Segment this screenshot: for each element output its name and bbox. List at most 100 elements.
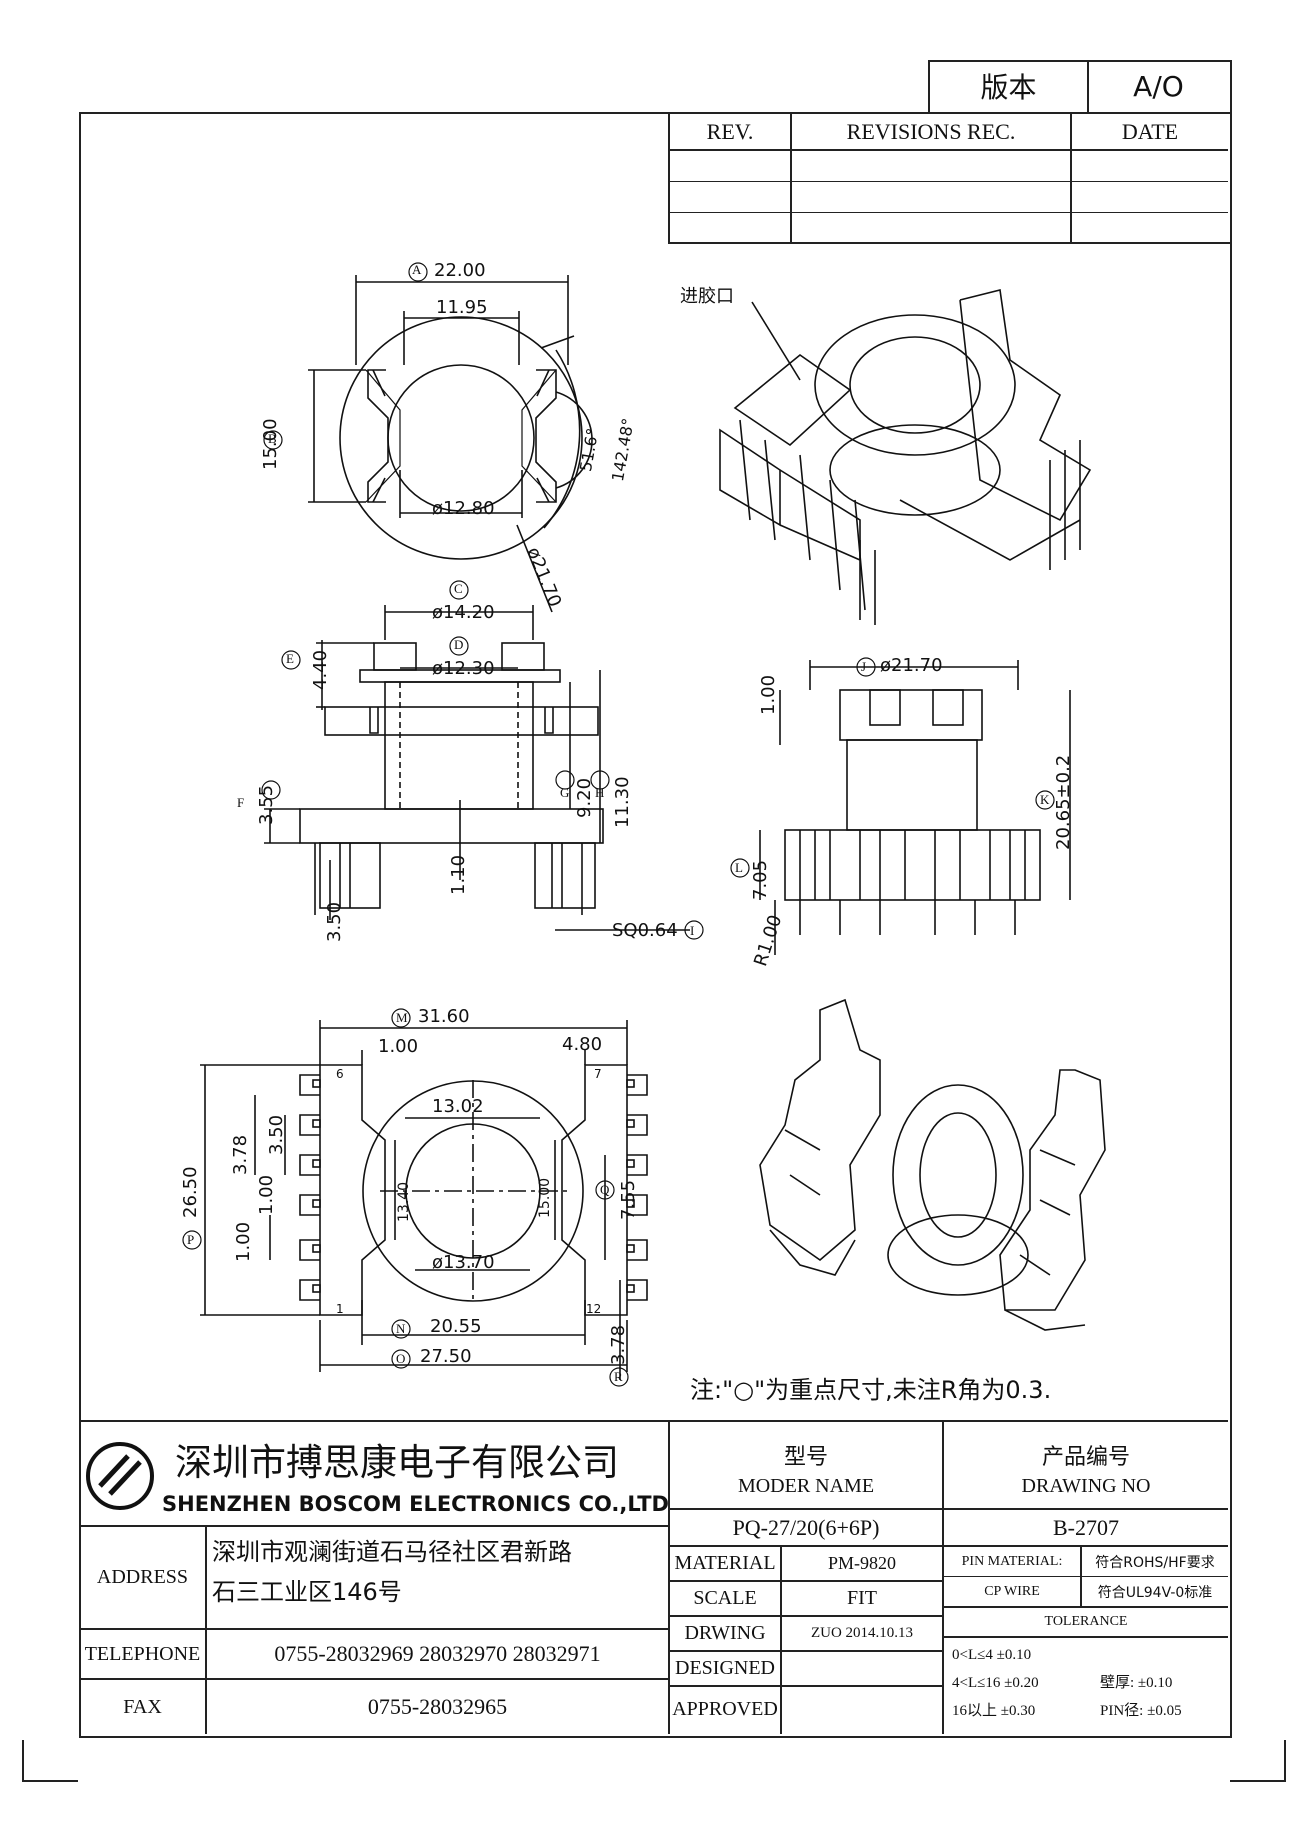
- company-name-en: SHENZHEN BOSCOM ELECTRONICS CO.,LTD: [162, 1492, 669, 1516]
- dim-b: 15.00: [260, 418, 281, 470]
- dim-side-1-00: 1.00: [758, 674, 779, 715]
- dim-k: 20.65±0.2: [1053, 754, 1074, 850]
- designed-label: DESIGNED: [675, 1657, 775, 1679]
- telephone-value: 0755-28032969 28032970 28032971: [274, 1641, 601, 1666]
- dim-3-50: 3.50: [324, 901, 345, 942]
- model-label-cn: 型号: [783, 1445, 828, 1470]
- side-view: [759, 660, 1071, 955]
- dim-13-70: ø13.70: [432, 1252, 495, 1273]
- dim-p: 26.50: [180, 1166, 201, 1218]
- dim-1-00-left: 1.00: [256, 1174, 277, 1215]
- tolerance-2: 4<L≤16 ±0.20: [952, 1675, 1039, 1691]
- address-line-1: 深圳市观澜街道石马径社区君新路: [212, 1538, 572, 1566]
- dim-sq: SQ0.64: [612, 920, 678, 941]
- top-view: [308, 275, 593, 613]
- pin-dia-tolerance: PIN径: ±0.05: [1100, 1703, 1182, 1719]
- company-logo: [86, 1442, 154, 1510]
- label-f: F: [237, 795, 245, 810]
- label-g: G: [560, 785, 570, 800]
- dim-inner-width: 11.95: [436, 297, 488, 318]
- dim-e: 4.40: [310, 649, 331, 690]
- fax-value: 0755-28032965: [367, 1694, 508, 1719]
- date-header: DATE: [1121, 118, 1179, 144]
- dim-15-00: 15.00: [537, 1177, 553, 1218]
- gate-label: 进胶口: [680, 286, 734, 307]
- label-b: B: [268, 431, 277, 446]
- dim-g: 9.20: [574, 777, 595, 818]
- company-name-cn: 深圳市搏思康电子有限公司: [175, 1441, 619, 1484]
- label-k: K: [1040, 792, 1050, 807]
- dim-3-78-left: 3.78: [230, 1134, 251, 1175]
- label-q: Q: [600, 1182, 610, 1197]
- drawing-note: 注:"○"为重点尺寸,未注R角为0.3.: [690, 1376, 1052, 1404]
- scale-value: FIT: [847, 1587, 877, 1609]
- dim-f: 3.55: [256, 784, 277, 825]
- dim-c: ø14.20: [432, 602, 495, 623]
- dim-m: 31.60: [418, 1006, 470, 1027]
- wall-tolerance: 壁厚: ±0.10: [1100, 1675, 1173, 1691]
- label-j: J: [861, 659, 867, 674]
- label-e: E: [286, 651, 294, 666]
- dim-1-00-left-2: 1.00: [233, 1221, 254, 1262]
- title-block: [79, 1420, 1228, 1422]
- revisions-rec-header: REVISIONS REC.: [846, 118, 1016, 144]
- drawing-no-label-cn: 产品编号: [1041, 1445, 1130, 1470]
- label-r: R: [614, 1369, 623, 1384]
- revision-table: [668, 112, 1230, 244]
- rev-header: REV.: [706, 118, 754, 144]
- pin-6: 6: [336, 1067, 344, 1081]
- label-i: I: [690, 923, 695, 938]
- drawing-border: [79, 112, 1232, 1738]
- dim-bottom-1-00: 1.00: [378, 1036, 419, 1057]
- dim-o: 27.50: [420, 1346, 472, 1367]
- dim-4-80: 4.80: [562, 1034, 603, 1055]
- label-m: M: [396, 1010, 408, 1025]
- label-p: P: [187, 1232, 195, 1247]
- iso-view-1: [719, 289, 1092, 625]
- dim-d: ø12.30: [432, 658, 495, 679]
- label-a: A: [412, 262, 422, 277]
- drawing-by-value: ZUO 2014.10.13: [810, 1625, 914, 1641]
- approved-label: APPROVED: [672, 1698, 778, 1720]
- dim-13-02: 13.02: [432, 1096, 484, 1117]
- pin-material-value: CP WIRE: [984, 1584, 1040, 1599]
- ul-compliance: 符合UL94V-0标准: [1097, 1585, 1213, 1601]
- material-value: PM-9820: [827, 1553, 896, 1573]
- pin-material-label: PIN MATERIAL:: [961, 1554, 1063, 1569]
- model-label-en: MODER NAME: [737, 1474, 875, 1497]
- pin-12: 12: [586, 1302, 602, 1316]
- corner-mark: [22, 1780, 78, 1782]
- dim-13-40: 13.40: [396, 1181, 412, 1222]
- pin-7: 7: [594, 1067, 602, 1081]
- tolerance-3: 16以上 ±0.30: [952, 1703, 1036, 1719]
- dim-l: 7.05: [750, 859, 771, 900]
- version-box: [928, 60, 1232, 114]
- label-l: L: [735, 860, 743, 875]
- dim-r-bottom: 3.78: [608, 1324, 629, 1365]
- address-label: ADDRESS: [96, 1566, 189, 1588]
- rohs-compliance: 符合ROHS/HF要求: [1095, 1555, 1215, 1571]
- dim-n: 20.55: [430, 1316, 482, 1337]
- dim-j: ø21.70: [880, 655, 943, 676]
- dim-1-10: 1.10: [448, 854, 469, 895]
- label-c: C: [454, 581, 463, 596]
- dim-q: 7.55: [618, 1179, 639, 1220]
- model-value: PQ-27/20(6+6P): [732, 1514, 880, 1540]
- dim-inner-dia: ø12.80: [432, 498, 495, 519]
- label-n: N: [396, 1321, 406, 1336]
- drawing-no-value: B-2707: [1053, 1514, 1119, 1540]
- bottom-view: [200, 1020, 648, 1380]
- iso-view-2: [759, 998, 1106, 1331]
- scale-label: SCALE: [693, 1587, 757, 1609]
- version-label: 版本: [980, 71, 1037, 104]
- label-h: H: [595, 785, 605, 800]
- label-o: O: [396, 1351, 406, 1366]
- label-d: D: [454, 637, 464, 652]
- tolerance-label: TOLERANCE: [1044, 1614, 1128, 1629]
- corner-mark: [1284, 1740, 1286, 1782]
- dim-a: 22.00: [434, 260, 486, 281]
- corner-mark: [22, 1740, 24, 1782]
- corner-mark: [1230, 1780, 1286, 1782]
- dim-h: 11.30: [612, 776, 633, 828]
- material-label: MATERIAL: [674, 1552, 776, 1574]
